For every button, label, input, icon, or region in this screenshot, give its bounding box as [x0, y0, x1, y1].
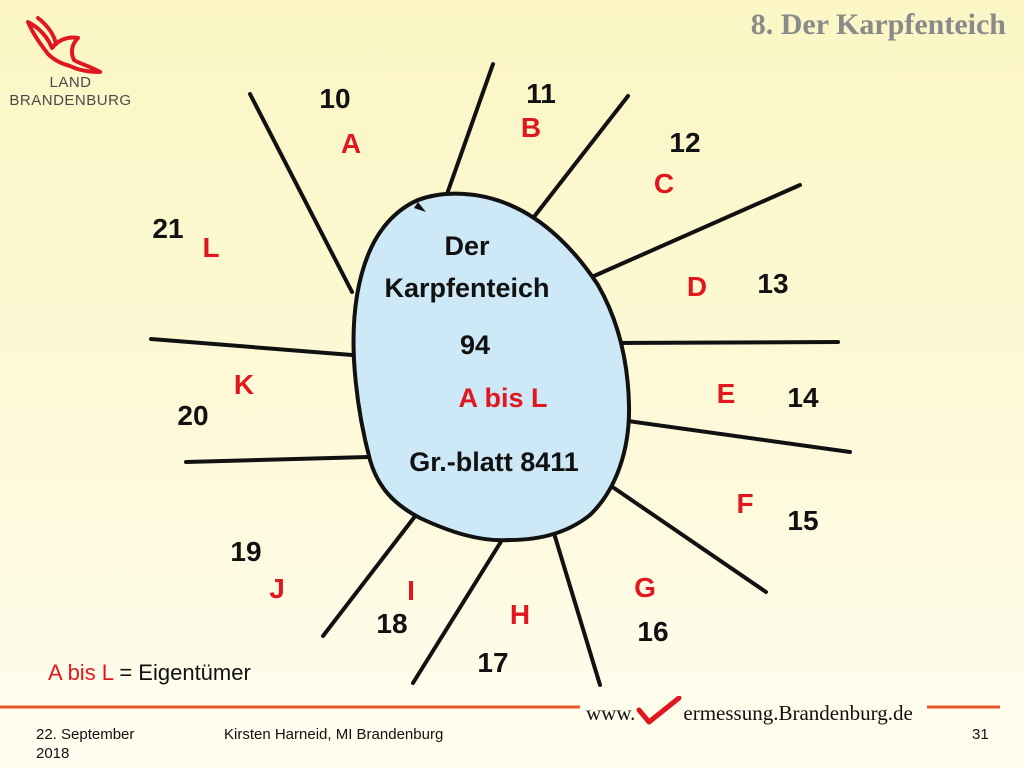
owner-letter: J — [269, 573, 285, 604]
parcel-number: 20 — [177, 400, 208, 431]
pond-name-line-2: Karpfenteich — [384, 273, 549, 303]
owner-letter: D — [687, 271, 707, 302]
logo-line-2: BRANDENBURG — [9, 92, 132, 109]
parcel-number: 21 — [152, 213, 183, 244]
legend: A bis L = Eigentümer — [48, 660, 251, 686]
owner-letter: A — [341, 128, 361, 159]
pond-shape — [351, 191, 632, 543]
parcel-number: 13 — [757, 268, 788, 299]
boundary-line — [445, 62, 495, 196]
parcel-number: 11 — [526, 78, 556, 109]
parcel-number: 15 — [787, 505, 818, 536]
boundary-line — [616, 340, 840, 345]
checkmark-icon — [636, 696, 682, 725]
parcel-numbers: 10 11 12 13 14 15 16 17 18 19 20 21 — [152, 78, 819, 678]
pond-owners: A bis L — [458, 383, 547, 413]
boundary-line — [612, 486, 768, 594]
parcel-number: 12 — [669, 127, 700, 158]
website-url[interactable]: www. ermessung.Brandenburg.de — [586, 696, 913, 726]
footer-date-line-1: 22. September — [36, 726, 135, 743]
parcel-number: 19 — [230, 536, 261, 567]
footer-page-number: 31 — [972, 726, 989, 743]
legend-range: A bis L — [48, 660, 114, 685]
pond-sheet: Gr.-blatt 8411 — [409, 447, 579, 477]
parcel-number: 17 — [477, 647, 508, 678]
parcel-number: 16 — [637, 616, 668, 647]
footer-author: Kirsten Harneid, MI Brandenburg — [224, 726, 444, 743]
pond-notch — [414, 202, 426, 212]
boundary-line — [248, 92, 354, 294]
boundary-line — [411, 538, 504, 685]
boundary-line — [321, 513, 418, 638]
pond-name-line-1: Der — [444, 231, 490, 261]
boundary-line — [551, 528, 602, 687]
website-prefix: www. — [586, 701, 636, 725]
parcel-number: 14 — [787, 382, 819, 413]
boundary-line — [583, 183, 802, 282]
boundary-line — [149, 337, 354, 357]
legend-suffix: = Eigentümer — [113, 660, 251, 685]
pond-number: 94 — [460, 330, 490, 360]
slide-title: 8. Der Karpfenteich — [750, 8, 1006, 41]
owner-letter: I — [407, 575, 415, 606]
owner-letters: A B C D E F G H I J K L — [202, 112, 753, 630]
owner-letter: B — [521, 112, 541, 143]
website-suffix: ermessung.Brandenburg.de — [683, 701, 913, 725]
boundary-line — [528, 94, 630, 224]
footer-date-line-2: 2018 — [36, 745, 70, 762]
parcel-number: 18 — [376, 608, 407, 639]
land-brandenburg-logo: LAND BRANDENBURG — [8, 14, 133, 114]
owner-letter: K — [234, 369, 254, 400]
owner-letter: G — [634, 572, 656, 603]
boundary-line — [184, 455, 370, 464]
boundary-line — [626, 419, 852, 454]
owner-letter: C — [654, 168, 674, 199]
owner-letter: H — [510, 599, 530, 630]
owner-letter: F — [736, 488, 753, 519]
parcel-boundaries — [149, 62, 852, 687]
parcel-number: 10 — [319, 83, 350, 114]
eagle-icon — [26, 16, 102, 74]
logo-line-1: LAND — [49, 74, 92, 91]
owner-letter: E — [717, 378, 736, 409]
owner-letter: L — [202, 232, 219, 263]
